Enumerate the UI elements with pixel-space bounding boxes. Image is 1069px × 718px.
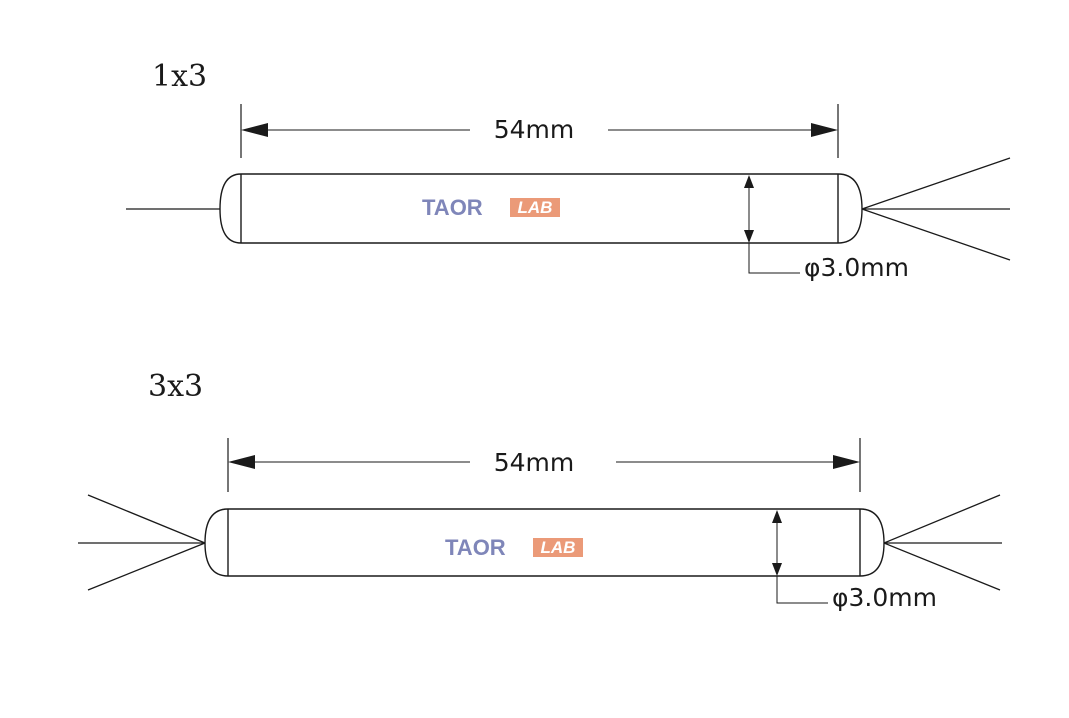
diameter-label: φ3.0mm <box>832 583 937 612</box>
logo-badge <box>510 198 560 217</box>
arrow-right-icon <box>811 123 838 137</box>
arrow-left-icon <box>241 123 268 137</box>
output-fiber-top <box>883 494 1001 544</box>
arrow-right-icon <box>833 455 860 469</box>
taorlab-logo: TAOR LAB <box>445 535 583 560</box>
fiber-leads <box>126 157 1011 261</box>
config-label: 3x3 <box>148 369 203 404</box>
diagram-3x3: 3x3 54mm <box>78 369 1002 612</box>
arrow-down-icon <box>772 563 782 576</box>
config-label: 1x3 <box>152 59 207 94</box>
diameter-dimension <box>772 510 828 604</box>
diameter-dimension <box>744 175 800 274</box>
input-fiber-top <box>87 494 206 544</box>
diameter-leader-line <box>748 243 800 274</box>
logo-badge <box>533 538 583 557</box>
arrow-left-icon <box>228 455 255 469</box>
arrow-up-icon <box>744 175 754 188</box>
length-dimension <box>227 438 861 492</box>
taorlab-logo: TAOR LAB <box>422 195 560 220</box>
arrow-up-icon <box>772 510 782 523</box>
arrow-down-icon <box>744 230 754 243</box>
logo-text-sub: LAB <box>541 538 576 557</box>
logo-text-sub: LAB <box>518 198 553 217</box>
length-dimension <box>240 104 839 158</box>
diameter-label: φ3.0mm <box>804 253 909 282</box>
diameter-leader-line <box>776 576 828 604</box>
diagram-1x3: 1x3 54mm <box>126 59 1011 282</box>
logo-text-main: TAOR <box>445 535 506 560</box>
input-fiber-bottom <box>87 542 206 591</box>
fiber-leads <box>78 494 1002 591</box>
logo-text-main: TAOR <box>422 195 483 220</box>
output-fiber-top <box>861 157 1011 210</box>
output-fiber-bottom <box>883 542 1001 591</box>
length-label: 54mm <box>494 448 575 477</box>
length-label: 54mm <box>494 115 575 144</box>
output-fiber-bottom <box>861 208 1011 261</box>
